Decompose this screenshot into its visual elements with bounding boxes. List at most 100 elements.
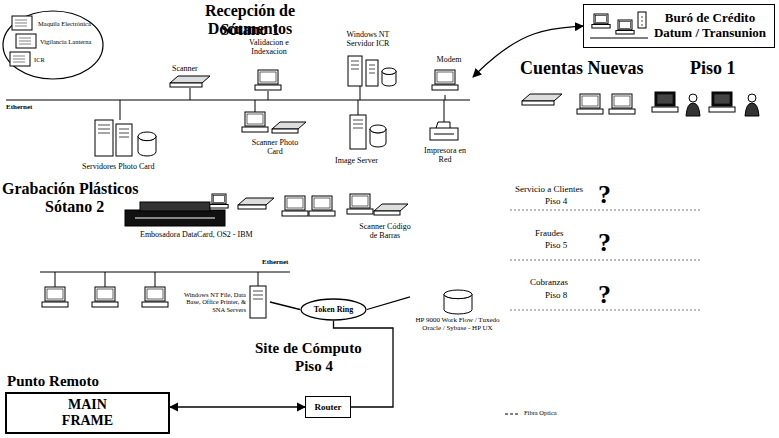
document-icon	[19, 44, 31, 45]
server-tower-icon	[638, 12, 646, 28]
document-icon	[13, 56, 25, 57]
server-tower-icon	[350, 115, 366, 149]
computer-icon	[592, 25, 610, 29]
computer-icon	[594, 14, 608, 24]
section-heading: Piso 1	[690, 58, 736, 79]
floor-separator	[510, 310, 700, 311]
server-tower-icon	[369, 73, 375, 74]
ethernet-drop	[358, 100, 359, 115]
section-heading: ?	[598, 180, 611, 210]
ethernet-drop	[268, 91, 269, 100]
computer-icon	[657, 94, 673, 104]
floor-separator	[510, 260, 700, 261]
disk-icon	[138, 132, 156, 141]
computer-icon	[432, 70, 458, 90]
server-tower-icon	[98, 129, 110, 130]
ethernet-drop	[360, 86, 361, 100]
computer-icon	[582, 96, 598, 106]
device-label: ICR	[34, 56, 45, 63]
device-label: Piso 4	[545, 196, 567, 206]
scanner-icon	[238, 205, 266, 209]
computer-icon	[314, 198, 330, 208]
computer-icon	[352, 196, 368, 206]
computer-icon	[287, 198, 303, 208]
ethernet-drop	[105, 272, 106, 287]
computer-icon	[42, 287, 68, 307]
section-heading: Piso 4	[295, 358, 333, 375]
computer-icon	[45, 287, 65, 301]
scanner-icon	[238, 198, 274, 205]
computer-icon	[92, 302, 118, 307]
ethernet-drop	[105, 272, 106, 287]
server-tower-icon	[116, 124, 132, 156]
computer-icon	[282, 211, 308, 216]
node-text: HP 9000 Work Flow / Tuxedo Oracle / Syba…	[410, 316, 505, 332]
scanner-icon	[238, 198, 274, 209]
server-tower-icon	[250, 286, 266, 318]
server-tower-icon	[95, 120, 113, 156]
disk-icon	[444, 290, 472, 299]
scanner-icon	[272, 122, 306, 129]
ethernet-drop	[155, 272, 156, 287]
document-icon	[15, 20, 27, 21]
computer-icon	[347, 194, 373, 214]
ethernet-bus	[6, 100, 470, 101]
document-icon	[10, 52, 30, 66]
scanner-icon	[374, 204, 408, 215]
computer-icon	[619, 21, 630, 28]
computer-icon	[245, 112, 265, 126]
computer-icon	[652, 92, 678, 112]
node-text: Buró de Crédito Datum / Transunion	[651, 11, 769, 41]
computer-icon	[242, 112, 268, 132]
document-icon	[12, 16, 32, 30]
computer-icon	[618, 20, 632, 30]
computer-icon	[147, 289, 163, 299]
person-icon	[745, 94, 759, 116]
connector	[334, 321, 394, 407]
connector	[170, 406, 305, 407]
computer-icon	[210, 194, 228, 208]
server-tower-icon	[366, 60, 378, 86]
server-tower-icon	[119, 137, 129, 138]
section-heading: Site de Cómputo	[255, 340, 362, 357]
document-icon	[13, 62, 25, 63]
ethernet-drop	[268, 91, 269, 100]
computer-icon	[616, 20, 634, 34]
document-icon	[16, 34, 36, 48]
node-text: Modem	[437, 55, 462, 64]
capture-circle	[3, 11, 103, 79]
computer-icon	[142, 287, 168, 307]
device-label: Cobranzas	[530, 277, 568, 287]
embosser-machine	[135, 218, 215, 219]
server-tower-icon	[638, 12, 646, 28]
server-tower-icon	[119, 129, 129, 130]
computer-icon	[614, 96, 630, 106]
ethernet-drop	[120, 100, 121, 120]
server-tower-icon	[253, 291, 263, 292]
computer-icon	[242, 127, 268, 132]
computer-icon	[309, 196, 335, 216]
disk-icon	[138, 132, 156, 156]
printer-icon	[434, 134, 454, 135]
scanner-icon	[374, 204, 408, 211]
device-label: Windows NT Servidor ICR	[338, 30, 398, 48]
router-box: Router	[305, 396, 351, 418]
computer-icon	[210, 205, 228, 209]
ethernet-drop	[190, 88, 191, 100]
connector	[367, 297, 410, 310]
ethernet-bus	[40, 272, 290, 273]
server-tower-icon	[353, 120, 363, 121]
device-label: Servidores Photo Card	[82, 162, 154, 171]
computer-icon	[435, 70, 455, 84]
connector	[270, 302, 300, 310]
server-tower-icon	[119, 133, 129, 134]
section-heading: Sótano 1	[175, 21, 325, 39]
computer-icon	[260, 72, 276, 82]
floor-separator	[510, 310, 700, 311]
ethernet-drop	[445, 95, 446, 100]
ethernet-drop	[120, 100, 121, 120]
printer-icon	[436, 122, 450, 128]
